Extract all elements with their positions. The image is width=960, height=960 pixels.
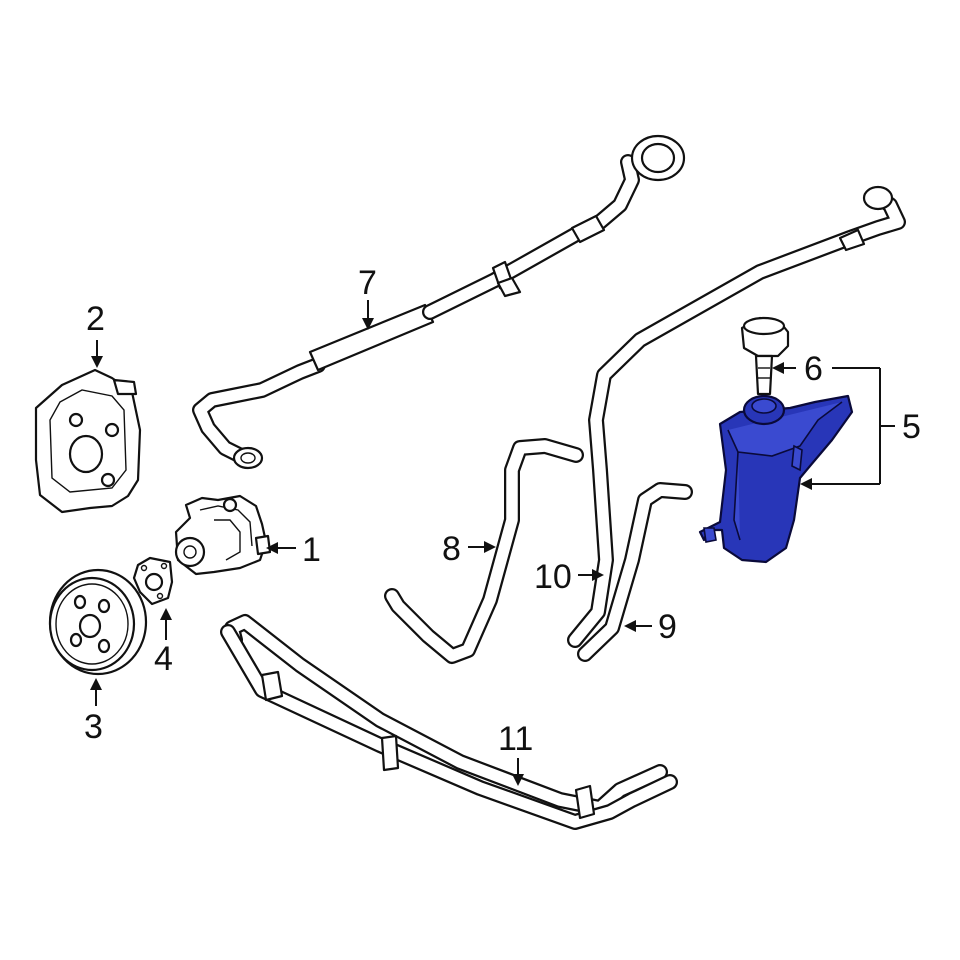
part-1-pump[interactable] xyxy=(174,494,272,576)
callout-arrows xyxy=(90,300,895,786)
callout-5: 5 xyxy=(902,408,921,446)
part-10-return-hose[interactable] xyxy=(567,185,906,648)
part-4-gasket[interactable] xyxy=(132,556,174,606)
part-2-pump-bracket[interactable] xyxy=(34,368,142,514)
part-5-reservoir[interactable] xyxy=(698,394,854,564)
callout-3: 3 xyxy=(84,708,103,746)
callout-9: 9 xyxy=(658,608,677,646)
callout-4: 4 xyxy=(154,640,173,678)
part-6-reservoir-cap[interactable] xyxy=(740,316,790,396)
part-7-pressure-hose[interactable] xyxy=(192,134,686,470)
callout-11: 11 xyxy=(498,720,533,758)
callout-10: 10 xyxy=(534,558,572,596)
callout-7: 7 xyxy=(358,264,377,302)
part-3-pulley[interactable] xyxy=(48,568,148,676)
callout-1: 1 xyxy=(302,531,321,569)
callout-8: 8 xyxy=(442,530,461,568)
callout-2: 2 xyxy=(86,300,105,338)
part-8-hose[interactable] xyxy=(384,438,584,664)
part-9-hose[interactable] xyxy=(577,482,693,662)
callout-6: 6 xyxy=(804,350,823,388)
part-11-line-assembly[interactable] xyxy=(220,614,678,830)
